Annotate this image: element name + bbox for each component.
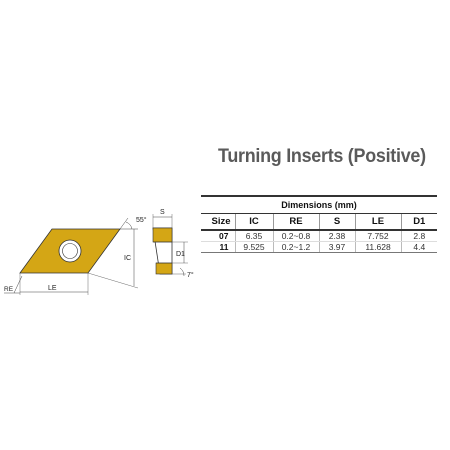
table-header-row: Size IC RE S LE D1 (201, 213, 438, 231)
table-cell: 11.628 (354, 241, 401, 253)
side-bottom-band (155, 262, 173, 275)
angle-side-label: 7° (187, 271, 194, 279)
table-cell: 2.8 (400, 230, 438, 242)
column-header: RE (272, 213, 319, 231)
table-cell: 0.2~0.8 (272, 230, 319, 242)
table-caption-row: Dimensions (mm) (201, 195, 438, 214)
table-cell: 6.35 (234, 230, 273, 242)
le-label: LE (48, 285, 57, 292)
column-header: IC (234, 213, 273, 231)
column-header: LE (354, 213, 401, 231)
insert-drawing: IC 55° LE RE S D1 7° (0, 200, 200, 305)
table-cell: 11 (201, 241, 235, 253)
table-row: 11 9.525 0.2~1.2 3.97 11.628 4.4 (201, 241, 438, 253)
column-header: Size (201, 213, 235, 231)
table-cell: 9.525 (234, 241, 273, 253)
column-header: D1 (400, 213, 438, 231)
table-cell: 3.97 (318, 241, 355, 253)
insert-hole-inner (62, 243, 78, 259)
table-cell: 7.752 (354, 230, 401, 242)
d-label: D1 (176, 251, 185, 258)
dimensions-table: Dimensions (mm) Size IC RE S LE D1 07 6.… (201, 195, 438, 253)
table-caption: Dimensions (mm) (201, 195, 438, 214)
dimensions-table-container: Dimensions (mm) Size IC RE S LE D1 07 6.… (201, 195, 438, 253)
table-cell: 0.2~1.2 (272, 241, 319, 253)
table-cell: 4.4 (400, 241, 438, 253)
side-top-band (152, 227, 173, 243)
ic-label: IC (124, 255, 131, 262)
re-label: RE (4, 286, 14, 293)
s-label: S (160, 209, 165, 216)
angle-tip-label: 55° (136, 216, 147, 224)
table-row: 07 6.35 0.2~0.8 2.38 7.752 2.8 (201, 230, 438, 242)
insert-svg: IC 55° LE RE S D1 7° (4, 209, 194, 295)
table-cell: 07 (201, 230, 235, 242)
table-cell: 2.38 (318, 230, 355, 242)
page-title: Turning Inserts (Positive) (218, 145, 426, 167)
column-header: S (318, 213, 355, 231)
